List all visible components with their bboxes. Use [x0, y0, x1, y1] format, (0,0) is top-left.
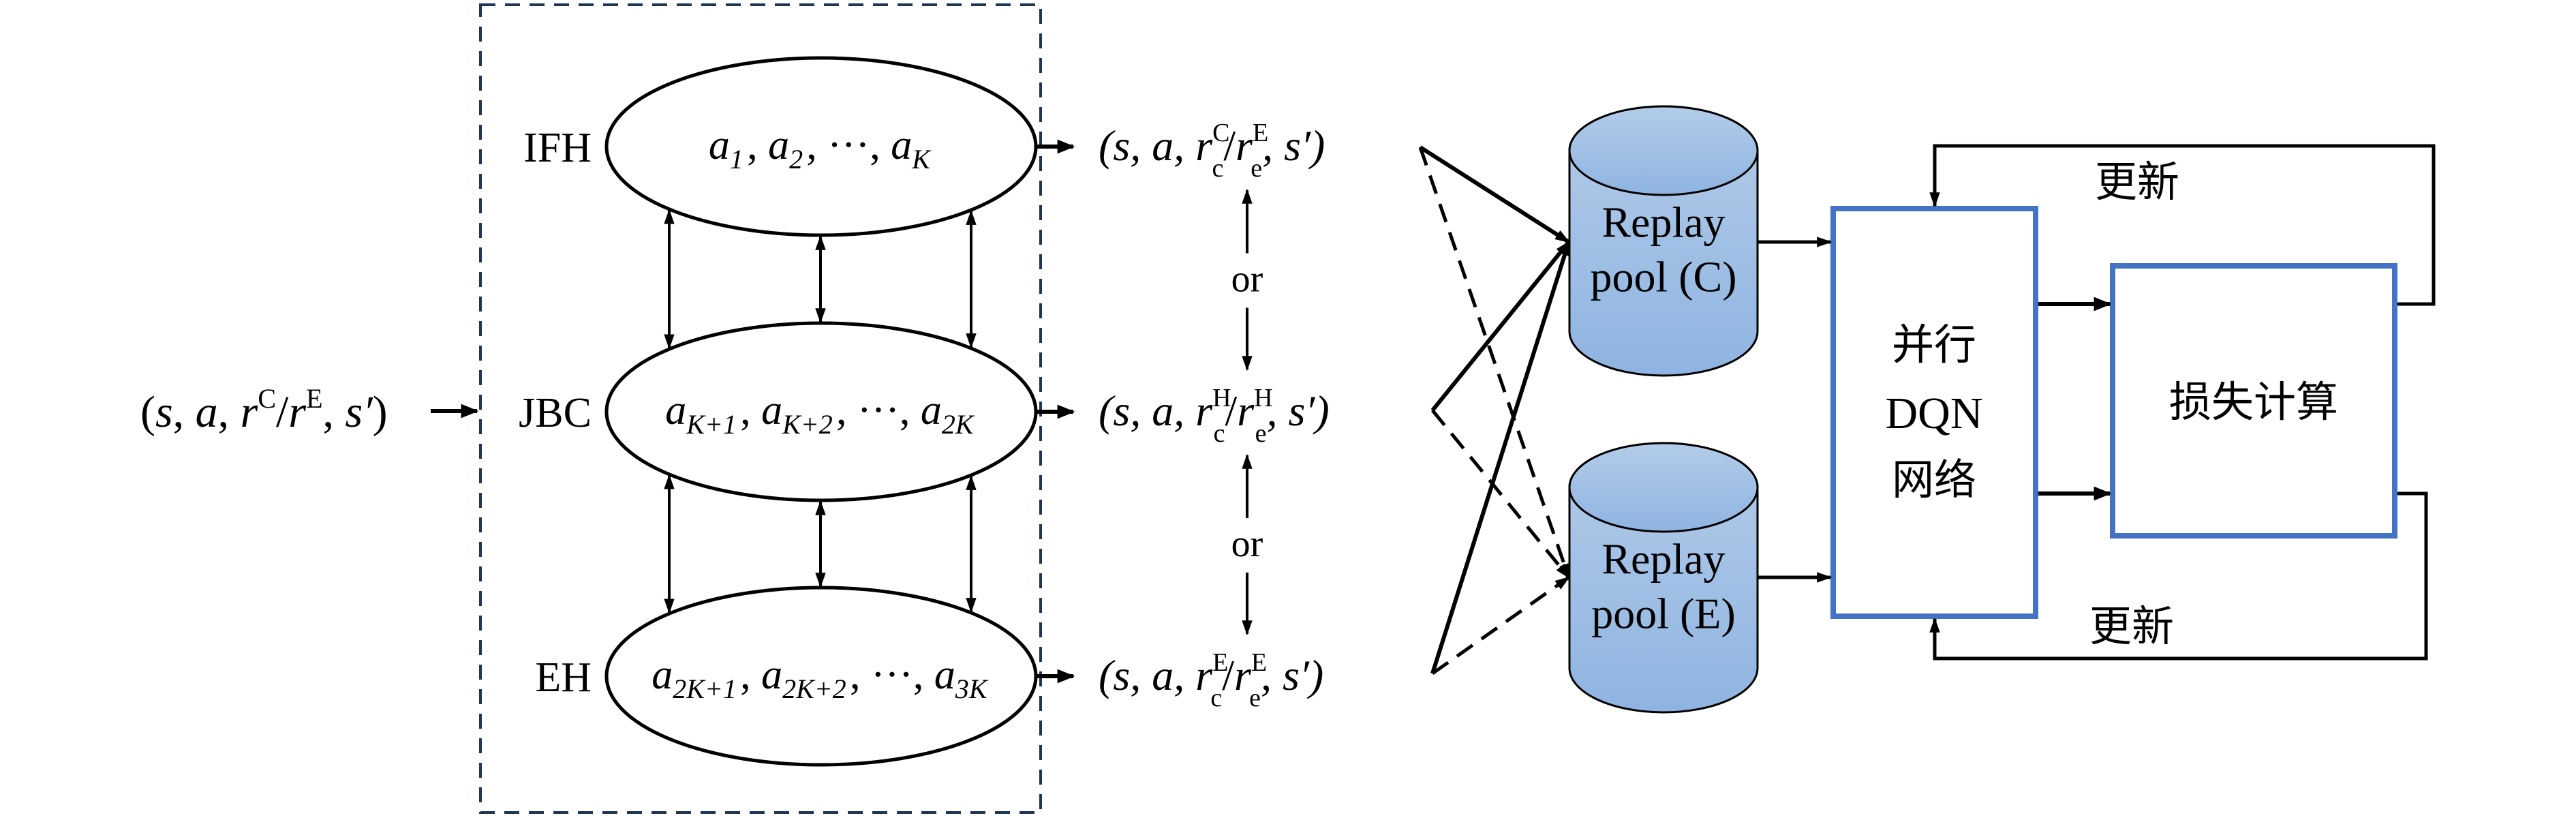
update-label-top: 更新 [2095, 157, 2179, 207]
or-label: or [1231, 258, 1263, 301]
pool-label-line1: Replay [1601, 535, 1725, 584]
head-actions: aK+1 , aK+2 , ···, a2K [665, 387, 977, 440]
cylinder-top [1568, 105, 1759, 196]
head-label: JBC [519, 390, 592, 436]
pool-label-line2: pool (C) [1590, 253, 1736, 301]
head-actions: a1 , a2 , ···, aK [709, 122, 934, 175]
update-label-bottom: 更新 [2089, 601, 2174, 651]
cylinder-top [1568, 442, 1759, 533]
route-to-pool-c [1419, 145, 1570, 244]
pool-label-line2: pool (E) [1591, 590, 1736, 638]
route-to-pool-e [1418, 147, 1571, 579]
dqn-label-line1: 并行 [1892, 320, 1976, 369]
replay-pools: Replay pool (C) Replay pool (E) [1568, 105, 1759, 714]
or-label: or [1231, 523, 1263, 565]
pool-label-line1: Replay [1601, 198, 1725, 247]
action-heads: IFH a1 , a2 , ···, aK JBC aK+1 , aK+2 , ··… [519, 56, 1075, 767]
loss-label: 损失计算 [2169, 377, 2338, 427]
dqn-label-line2: DQN [1886, 389, 1983, 438]
parallel-dqn-box [1830, 206, 2038, 619]
head-label: EH [535, 654, 592, 701]
multi-head-frame [479, 3, 1042, 814]
input-tuple: (s, a, rC/rE, s′) [140, 383, 388, 437]
replay-pool-c: Replay pool (C) [1568, 105, 1759, 377]
route-to-pool-c [1430, 240, 1571, 674]
routing-lines [1418, 145, 1571, 676]
update-loop-top [1929, 144, 2436, 306]
dqn-label-line3: 网络 [1892, 455, 1976, 504]
route-to-pool-e [1431, 575, 1570, 676]
head-label: IFH [523, 125, 592, 171]
loss-calculation-box [2110, 263, 2397, 539]
or-connectors: or or [1231, 188, 1263, 636]
replay-pool-e: Replay pool (E) [1568, 442, 1759, 714]
head-links [664, 209, 977, 614]
route-to-pool-e [1431, 409, 1570, 579]
update-loop-bottom [1929, 491, 2428, 661]
route-to-pool-c [1430, 241, 1571, 412]
head-actions: a2K+1 , a2K+2 , ···, a3K [651, 652, 991, 704]
